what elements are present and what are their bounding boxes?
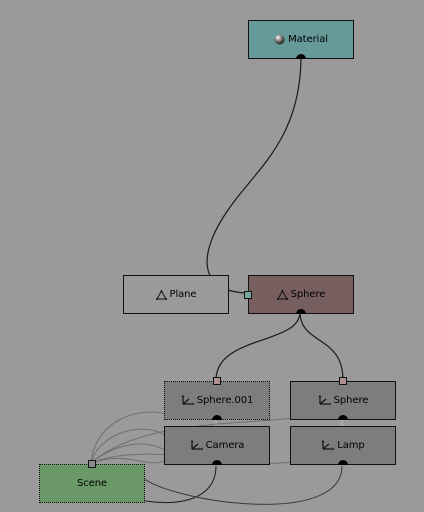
- node-lamp-output-socket[interactable]: [338, 460, 348, 465]
- node-sphere-object[interactable]: Sphere: [290, 377, 396, 420]
- node-material[interactable]: Material: [248, 20, 354, 59]
- node-sphere-object-label: Sphere: [333, 395, 369, 406]
- node-scene[interactable]: Scene: [39, 460, 145, 503]
- node-scene-socket[interactable]: [88, 460, 96, 468]
- node-lamp-label: Lamp: [337, 440, 365, 451]
- material-sphere-icon: [274, 34, 285, 45]
- node-sphere-mesh[interactable]: Sphere: [244, 275, 354, 314]
- node-sphere-object-output-socket[interactable]: [338, 415, 348, 420]
- link-lamp-scene: [139, 465, 343, 505]
- link-scene-camera3: [90, 458, 166, 464]
- node-camera[interactable]: Camera: [164, 426, 270, 465]
- link-material-sphere: [206, 55, 302, 294]
- node-sphere001-input-socket[interactable]: [213, 377, 221, 385]
- node-lamp[interactable]: Lamp: [290, 426, 396, 465]
- node-scene-label: Scene: [77, 478, 107, 489]
- node-camera-label: Camera: [205, 440, 245, 451]
- object-axes-icon: [190, 440, 203, 451]
- node-sphere-object-input-socket[interactable]: [339, 377, 347, 385]
- node-sphere-mesh-input-socket[interactable]: [244, 290, 252, 299]
- object-axes-icon: [321, 440, 335, 451]
- node-sphere001-label: Sphere.001: [196, 395, 254, 406]
- link-sphere-sphereobj: [299, 311, 344, 381]
- mesh-icon: [276, 289, 288, 300]
- node-sphere001-output-socket[interactable]: [212, 415, 222, 420]
- node-sphere-mesh-output-socket[interactable]: [296, 309, 306, 314]
- mesh-icon: [155, 289, 167, 300]
- link-sphere-sphere001: [215, 311, 301, 381]
- node-material-label: Material: [288, 34, 328, 45]
- node-plane-label: Plane: [169, 289, 197, 300]
- link-scene-camera2: [90, 443, 169, 464]
- node-plane[interactable]: Plane: [123, 275, 229, 314]
- node-material-output-socket[interactable]: [296, 54, 306, 59]
- node-sphere001[interactable]: Sphere.001: [164, 377, 270, 420]
- object-axes-icon: [181, 395, 194, 406]
- node-sphere-mesh-label: Sphere: [290, 289, 326, 300]
- link-scene-camera1: [90, 428, 169, 464]
- object-axes-icon: [318, 395, 331, 406]
- link-scene-sphere001: [90, 411, 171, 464]
- node-camera-output-socket[interactable]: [212, 460, 222, 465]
